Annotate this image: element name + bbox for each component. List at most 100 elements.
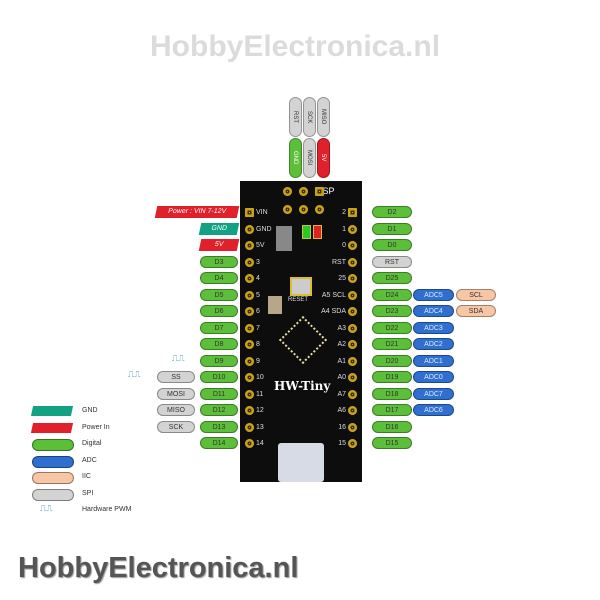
- isp-hole: [283, 187, 292, 196]
- pin-label: VIN: [256, 209, 268, 216]
- pin-hole: [348, 422, 357, 432]
- iic-sda: SDA: [456, 305, 496, 317]
- pin-hole: [348, 439, 357, 448]
- pin-hole: [245, 340, 254, 349]
- isp-hole: [315, 187, 324, 196]
- pin-hole: [348, 290, 357, 300]
- spi-miso: MISO: [157, 404, 195, 416]
- legend-swatch: [32, 488, 74, 501]
- pin-hole: [245, 373, 254, 382]
- pin-hole: [245, 257, 254, 267]
- pin-d1: D1: [372, 222, 412, 235]
- pin-d4: D4: [200, 272, 238, 284]
- reset-label: RESET: [288, 297, 309, 303]
- led-green: [302, 225, 311, 239]
- pin-d12: D12: [200, 404, 238, 416]
- pin-hole: [245, 274, 254, 283]
- mcu-chip: [278, 315, 328, 365]
- pin-label: 5: [256, 291, 260, 299]
- pin-hole: [348, 208, 357, 217]
- iic-scl: SCL: [456, 288, 496, 301]
- pin-d13: D13: [200, 420, 238, 433]
- pin-d22: D22: [372, 321, 412, 334]
- adc-adc4: ADC4: [413, 305, 454, 317]
- pin-hole: [348, 224, 357, 234]
- pin-hole: [245, 422, 254, 432]
- pin-hole: [245, 406, 254, 415]
- pin-label: A7: [337, 390, 346, 398]
- pin-5v: 5V: [198, 239, 240, 251]
- pin-label: GND: [256, 225, 272, 233]
- legend-swatch: [32, 439, 74, 451]
- pin-hole: [348, 241, 357, 250]
- pin-label: 0: [342, 242, 346, 249]
- pin-label: 13: [256, 423, 264, 431]
- pin-label: 9: [256, 357, 260, 365]
- pin-label: 11: [256, 390, 264, 398]
- pin-label: 1: [342, 225, 346, 233]
- isp-pin-miso: MISO: [317, 97, 330, 137]
- legend-label: SPI: [82, 489, 94, 497]
- isp-pin-rst: RST: [289, 97, 302, 137]
- pin-hole: [348, 274, 357, 283]
- pin-hole: [348, 356, 357, 366]
- pin-d19: D19: [372, 371, 412, 383]
- spi-mosi: MOSI: [157, 387, 195, 400]
- pin-label: A1: [337, 357, 346, 365]
- pin-label: 6: [256, 308, 260, 315]
- pin-label: 14: [256, 440, 264, 447]
- pin-hole: [245, 439, 254, 448]
- pin-d23: D23: [372, 305, 412, 317]
- pwm-icon: ⎍⎍: [172, 352, 185, 363]
- pin-label: A0: [337, 374, 346, 381]
- pin-d20: D20: [372, 354, 412, 367]
- pin-d16: D16: [372, 420, 412, 433]
- pin-hole: [348, 373, 357, 382]
- isp-pin-sck: SCK: [303, 97, 316, 137]
- pin-label: 2: [342, 209, 346, 216]
- pin-d0: D0: [372, 239, 412, 251]
- adc-adc3: ADC3: [413, 321, 454, 334]
- crystal: [268, 296, 282, 314]
- pin-d8: D8: [200, 338, 238, 350]
- spi-sck: SCK: [157, 420, 195, 433]
- pin-d21: D21: [372, 338, 412, 350]
- legend-swatch: [30, 422, 74, 433]
- pwm-icon: ⎍⎍: [128, 369, 141, 379]
- pin-d11: D11: [200, 387, 238, 400]
- pin-label: 12: [256, 407, 264, 414]
- legend-swatch: [32, 472, 74, 484]
- adc-adc5: ADC5: [413, 288, 454, 301]
- legend-label: Digital: [82, 440, 102, 447]
- legend-label: ADC: [82, 456, 97, 464]
- reset-button[interactable]: [290, 277, 312, 296]
- pin-d24: D24: [372, 288, 412, 301]
- isp-hole: [299, 187, 308, 196]
- isp-pin-mosi: MOSI: [303, 138, 316, 178]
- pin-gnd: GND: [198, 222, 240, 235]
- pin-hole: [348, 323, 357, 333]
- usb-port[interactable]: [278, 443, 324, 482]
- pin-label: 8: [256, 341, 260, 348]
- pin-d6: D6: [200, 305, 238, 317]
- pin-d10: D10: [200, 371, 238, 383]
- pin-hole: [245, 356, 254, 366]
- adc-adc2: ADC2: [413, 338, 454, 350]
- pin-d3: D3: [200, 255, 238, 268]
- adc-adc0: ADC0: [413, 371, 454, 383]
- pin-label: A2: [337, 341, 346, 348]
- spi-ss: SS: [157, 371, 195, 383]
- pin-d2: D2: [372, 206, 412, 218]
- pin-power-vin: Power : VIN 7-12V: [154, 206, 240, 218]
- pin-d14: D14: [200, 437, 238, 449]
- pin-label: 7: [256, 324, 260, 332]
- pin-label: A6: [337, 407, 346, 414]
- pin-label: RST: [332, 258, 346, 266]
- pin-label: 5V: [256, 242, 265, 249]
- pin-hole: [245, 241, 254, 250]
- watermark-footer: HobbyElectronica.nl: [18, 552, 299, 584]
- pin-label: A4 SDA: [321, 308, 346, 315]
- legend-swatch: [30, 406, 74, 416]
- board-name: HW-Tiny: [274, 379, 331, 393]
